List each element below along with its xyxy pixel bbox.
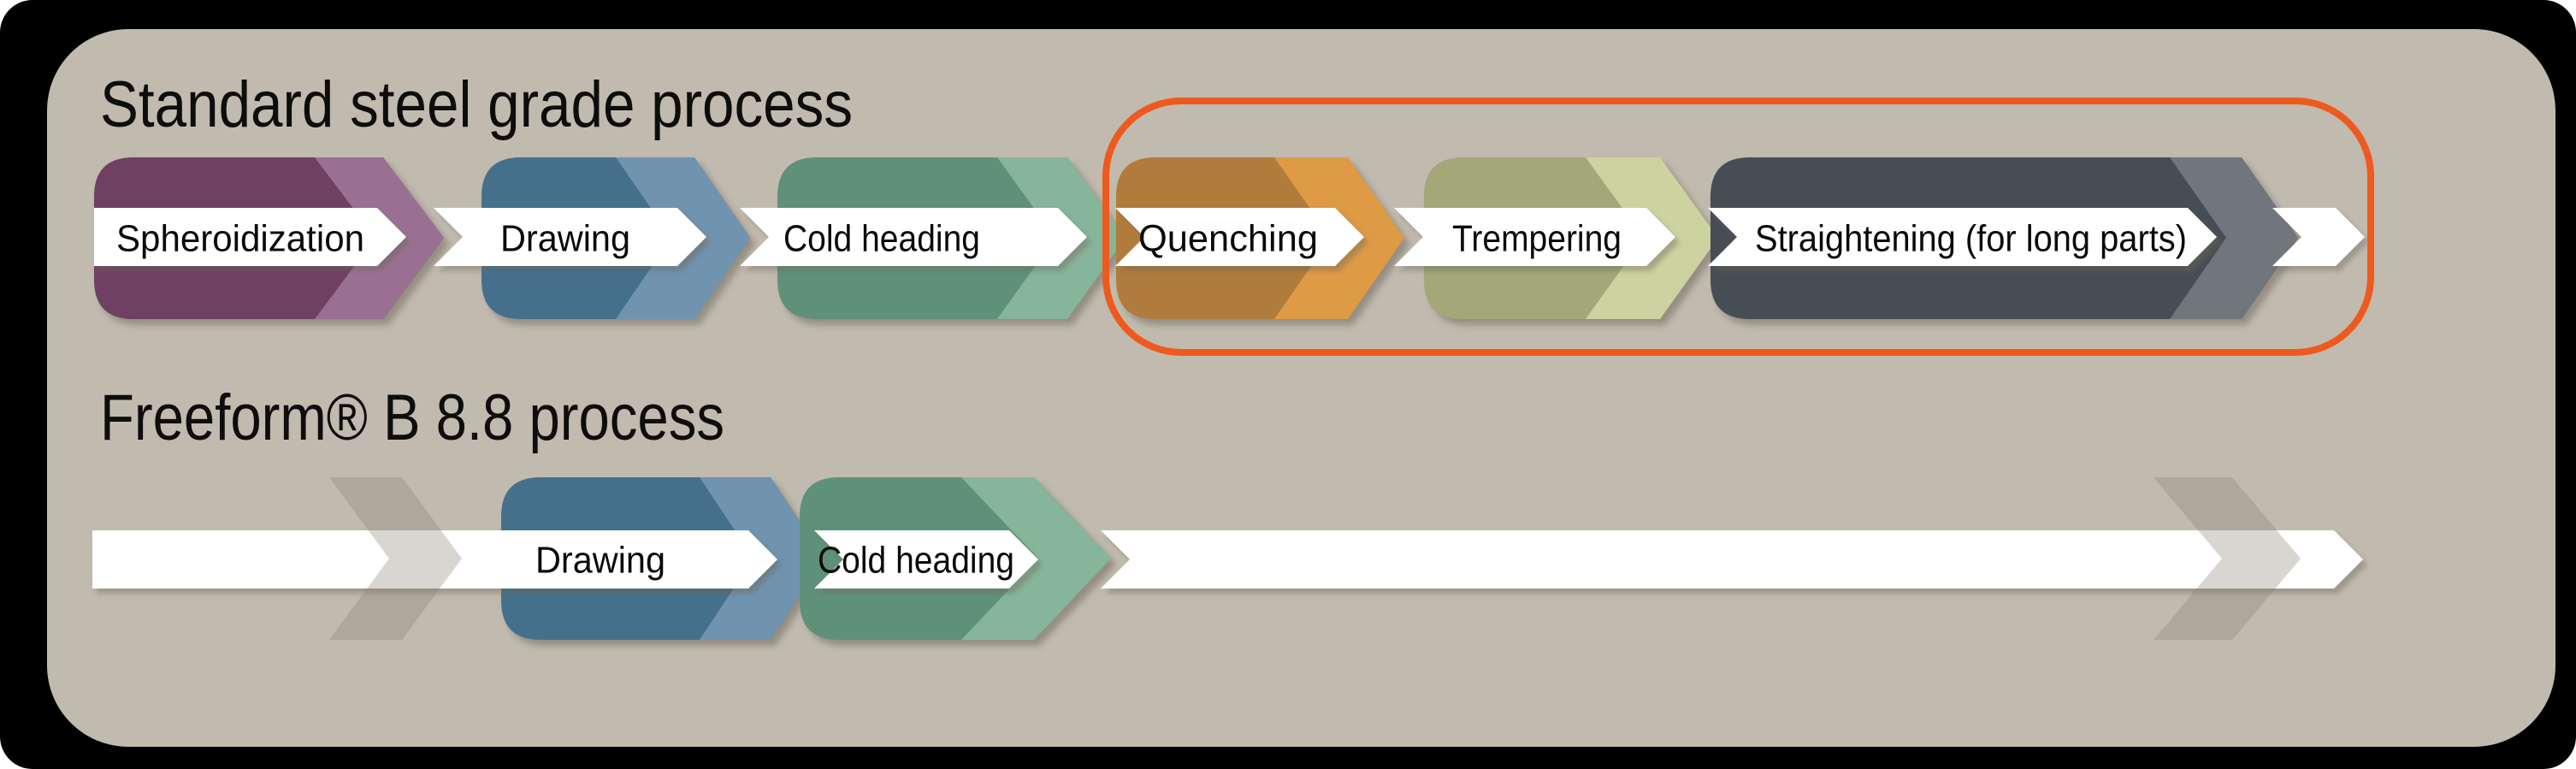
band-segment: [740, 208, 1087, 266]
step-quenching-label: Quenching: [1138, 218, 1318, 260]
freeform-cold-heading-label: Cold heading: [818, 540, 1014, 582]
step-straightening-label: Straightening (for long parts): [1755, 218, 2187, 260]
standard-arrow-band: [94, 208, 2365, 266]
freeform-arrow-band: [92, 530, 2363, 589]
step-spheroidization-label: Spheroidization: [116, 218, 364, 260]
freeform-process-title: Freeform® B 8.8 process: [100, 382, 724, 454]
highlight-outline: [1102, 98, 2374, 356]
freeform-drawing-label: Drawing: [535, 540, 665, 582]
standard-process-row: Spheroidization Drawing Cold heading Que…: [94, 157, 2365, 319]
step-straightening-chevron-icon: [2170, 157, 2298, 319]
band-segment: [1708, 208, 2217, 266]
band-terminal-arrow-icon: [1101, 530, 2363, 589]
step-cold-heading-label: Cold heading: [783, 218, 980, 260]
band-segment: [1115, 208, 1364, 266]
standard-process-title: Standard steel grade process: [100, 68, 853, 141]
band-segment: [814, 530, 1038, 589]
band-segment: [1394, 208, 1675, 266]
freeform-process-row: Drawing Cold heading: [92, 477, 2363, 640]
band-segment: [94, 208, 406, 266]
step-drawing-label: Drawing: [500, 218, 630, 260]
step-trempering-label: Trempering: [1452, 218, 1622, 260]
band-segment: [434, 208, 706, 266]
ghost-chevron-end-icon: [2154, 477, 2301, 640]
band-segment: [92, 530, 777, 589]
band-terminal-arrow-icon: [2272, 208, 2365, 266]
ghost-chevron-start-icon: [329, 477, 462, 640]
freeform-cold-heading-chevron-icon: [961, 477, 1111, 640]
